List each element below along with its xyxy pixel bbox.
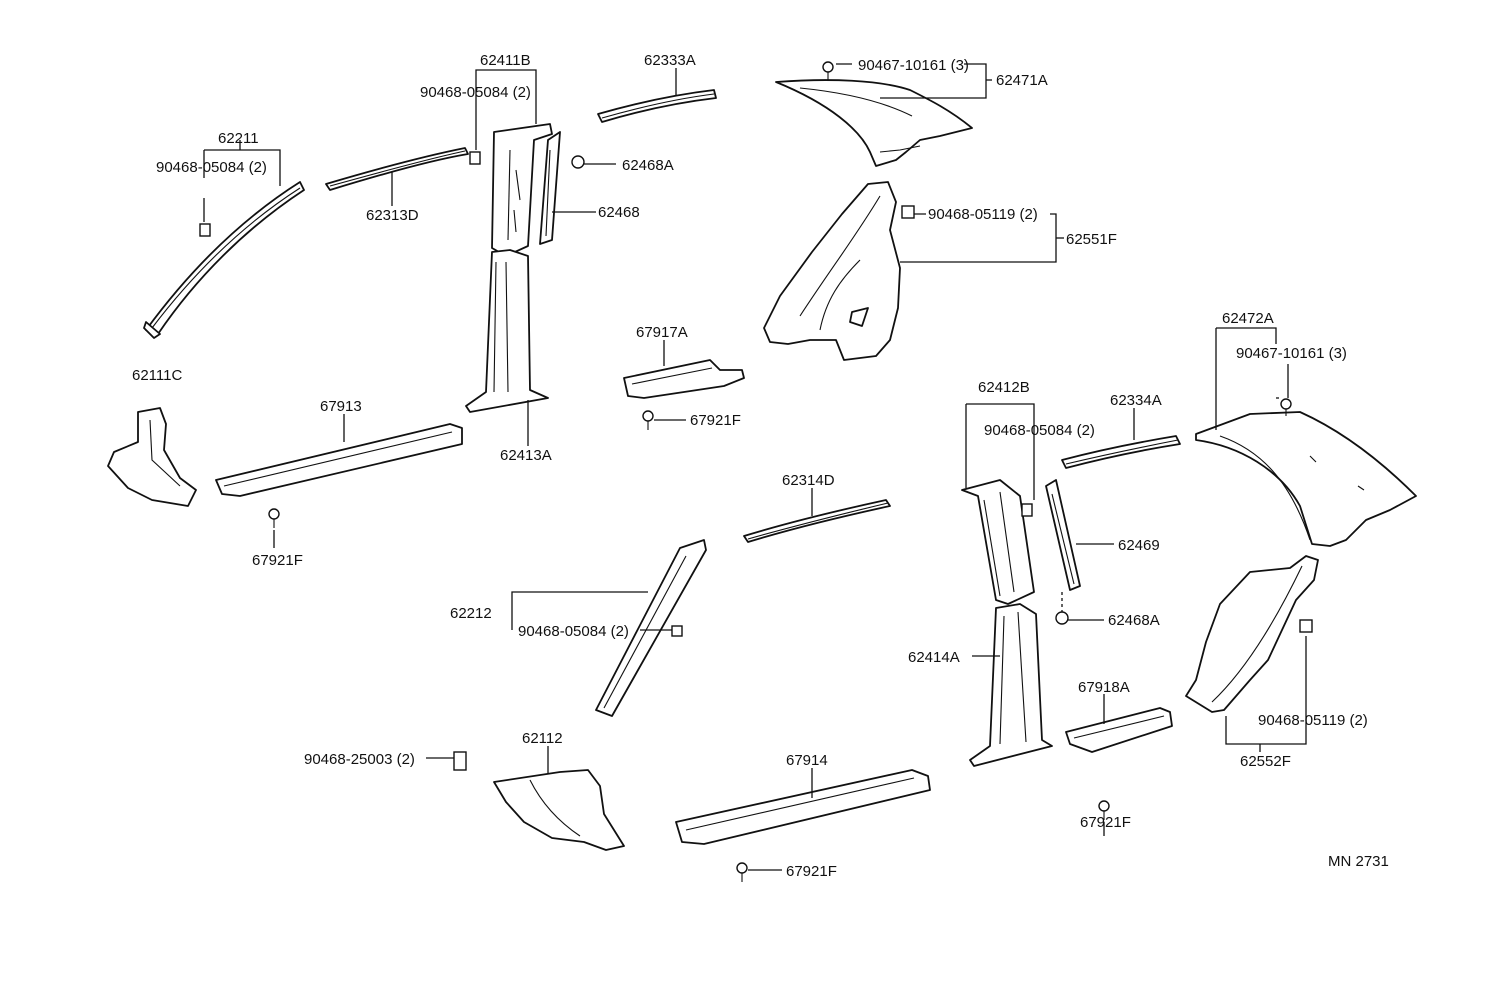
part-62471A-quarter-trim-upper — [775, 79, 973, 167]
label-62412B: 62412B — [978, 379, 1030, 396]
leader-lines — [203, 63, 1307, 871]
label-62471A: 62471A — [996, 72, 1048, 89]
label-67921F-b: 67921F — [252, 552, 303, 569]
label-90468-05084-b: 90468-05084 (2) — [156, 159, 267, 176]
clip-icon — [199, 61, 1313, 882]
part-62472A-quarter-trim-upper — [1195, 411, 1417, 547]
part-62111C-cowl-side-trim — [107, 407, 197, 507]
part-62469-trim-strip — [1045, 479, 1081, 591]
part-62552F-quarter-trim-lower — [1185, 555, 1319, 713]
part-67914-scuff-plate — [675, 769, 931, 845]
label-62552F: 62552F — [1240, 753, 1291, 770]
label-90468-05084-a: 90468-05084 (2) — [420, 84, 531, 101]
label-67913: 67913 — [320, 398, 362, 415]
label-62112: 62112 — [522, 730, 563, 747]
part-62212-front-pillar-garnish — [595, 539, 707, 717]
label-90468-05119-b: 90468-05119 (2) — [1258, 712, 1368, 729]
part-62112-cowl-side-trim — [493, 769, 625, 851]
label-67921F-d: 67921F — [786, 863, 837, 880]
part-62551F-quarter-trim-lower — [763, 181, 901, 361]
part-67918A-scuff-plate — [1065, 707, 1173, 753]
label-67921F-c: 67921F — [1080, 814, 1131, 831]
label-67921F-a: 67921F — [690, 412, 741, 429]
label-62211: 62211 — [218, 130, 259, 147]
part-62414A-rear-pillar-lower — [969, 603, 1053, 767]
label-62212: 62212 — [450, 605, 492, 622]
label-62413A: 62413A — [500, 447, 552, 464]
label-90468-05119-a: 90468-05119 (2) — [928, 206, 1038, 223]
label-62411B: 62411B — [480, 52, 531, 69]
label-62468A-a: 62468A — [622, 157, 674, 174]
part-labels: 62411B 90468-05084 (2) 62333A 90467-1016… — [132, 52, 1389, 880]
part-62314D-roof-rail — [743, 499, 891, 543]
label-90467-10161-b: 90467-10161 (3) — [1236, 345, 1347, 362]
label-90468-05084-d: 90468-05084 (2) — [518, 623, 629, 640]
label-90468-05084-c: 90468-05084 (2) — [984, 422, 1095, 439]
label-67918A: 67918A — [1078, 679, 1130, 696]
label-62468A-b: 62468A — [1108, 612, 1160, 629]
label-90468-25003: 90468-25003 (2) — [304, 751, 415, 768]
part-62334A-roof-rail — [1061, 435, 1181, 469]
label-67914: 67914 — [786, 752, 828, 769]
label-62551F: 62551F — [1066, 231, 1117, 248]
label-67917A: 67917A — [636, 324, 688, 341]
label-62468: 62468 — [598, 204, 640, 221]
part-62412B-rear-pillar-upper — [961, 479, 1035, 605]
part-67913-scuff-plate — [215, 423, 463, 497]
part-62333A-roof-rail — [597, 89, 717, 123]
part-62413A-center-pillar-lower — [465, 249, 549, 413]
label-62334A: 62334A — [1110, 392, 1162, 409]
part-62313D-roof-side-rail — [325, 147, 469, 191]
label-62469: 62469 — [1118, 537, 1160, 554]
diagram-code: MN 2731 — [1328, 853, 1389, 870]
part-62468-trim-strip — [539, 131, 561, 245]
part-67917A-scuff-plate — [623, 359, 745, 399]
part-62411B-center-pillar-upper — [491, 123, 553, 257]
part-62211-front-pillar-garnish — [143, 181, 305, 339]
label-62111C: 62111C — [132, 367, 182, 384]
label-62333A: 62333A — [644, 52, 696, 69]
label-62414A: 62414A — [908, 649, 960, 666]
label-62472A: 62472A — [1222, 310, 1274, 327]
label-62314D: 62314D — [782, 472, 835, 489]
label-90467-10161-a: 90467-10161 (3) — [858, 57, 969, 74]
label-62313D: 62313D — [366, 207, 419, 224]
